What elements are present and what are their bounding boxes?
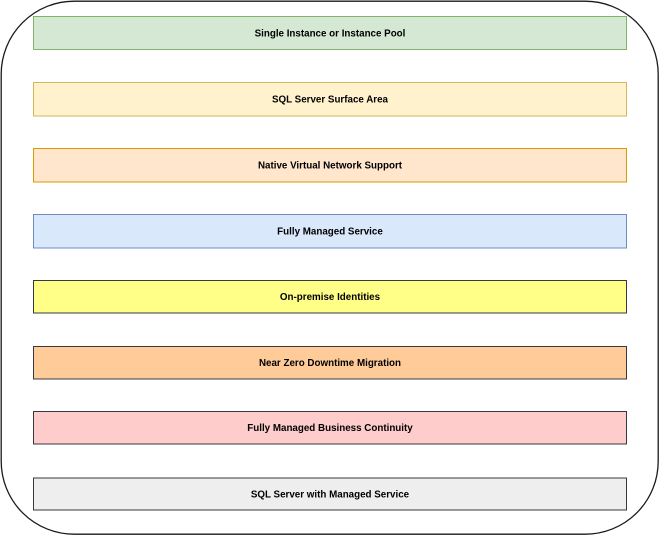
svg-text:Near Zero Downtime Migration: Near Zero Downtime Migration [259, 358, 401, 369]
svg-text:Fully Managed Business Continu: Fully Managed Business Continuity [247, 423, 413, 434]
svg-text:Single Instance or Instance Po: Single Instance or Instance Pool [255, 29, 406, 40]
svg-text:On-premise Identities: On-premise Identities [280, 292, 381, 303]
svg-text:SQL Server Surface Area: SQL Server Surface Area [272, 95, 389, 106]
svg-text:SQL Server with Managed Servic: SQL Server with Managed Service [251, 490, 410, 501]
svg-text:Native Virtual Network Support: Native Virtual Network Support [258, 161, 403, 172]
svg-text:Fully Managed Service: Fully Managed Service [277, 227, 383, 238]
